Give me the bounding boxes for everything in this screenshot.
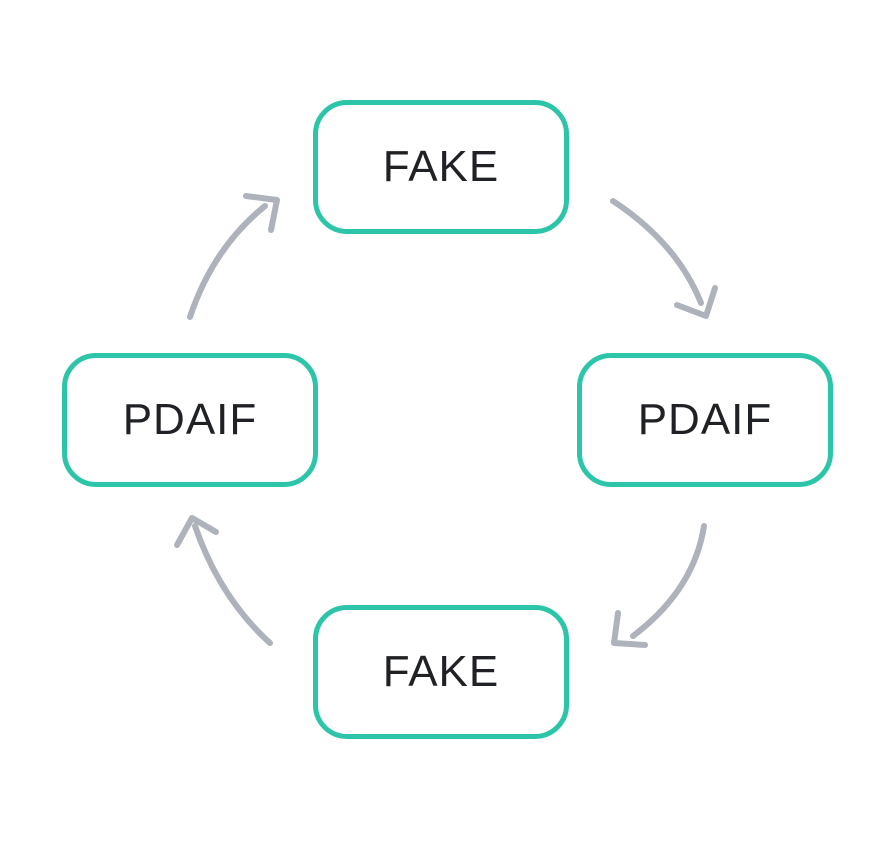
node-fake-top: FAKE (313, 100, 569, 234)
node-fake-bottom-label: FAKE (382, 647, 500, 696)
arrow-left-to-top-head-icon (243, 193, 280, 233)
arrow-top-to-right-head-icon (674, 285, 718, 319)
arrow-right-to-bottom-curve (630, 523, 707, 639)
node-pdaif-left-label: PDAIF (122, 395, 258, 444)
node-pdaif-right-label: PDAIF (637, 395, 773, 444)
node-pdaif-right: PDAIF (577, 353, 833, 487)
arrow-right-to-bottom (611, 523, 707, 648)
arrow-left-to-top-curve (187, 203, 268, 320)
node-fake-top-label: FAKE (382, 142, 500, 191)
node-pdaif-left: PDAIF (62, 353, 318, 487)
arrow-top-to-right (610, 198, 718, 319)
arrow-top-to-right-curve (610, 198, 704, 306)
node-fake-bottom: FAKE (313, 605, 569, 739)
arrow-bottom-to-left-curve (192, 523, 273, 646)
arrow-bottom-to-left-head-icon (174, 515, 219, 548)
arrow-right-to-bottom-head-icon (611, 610, 648, 648)
arrow-left-to-top (187, 193, 280, 320)
arrow-bottom-to-left (174, 515, 273, 646)
